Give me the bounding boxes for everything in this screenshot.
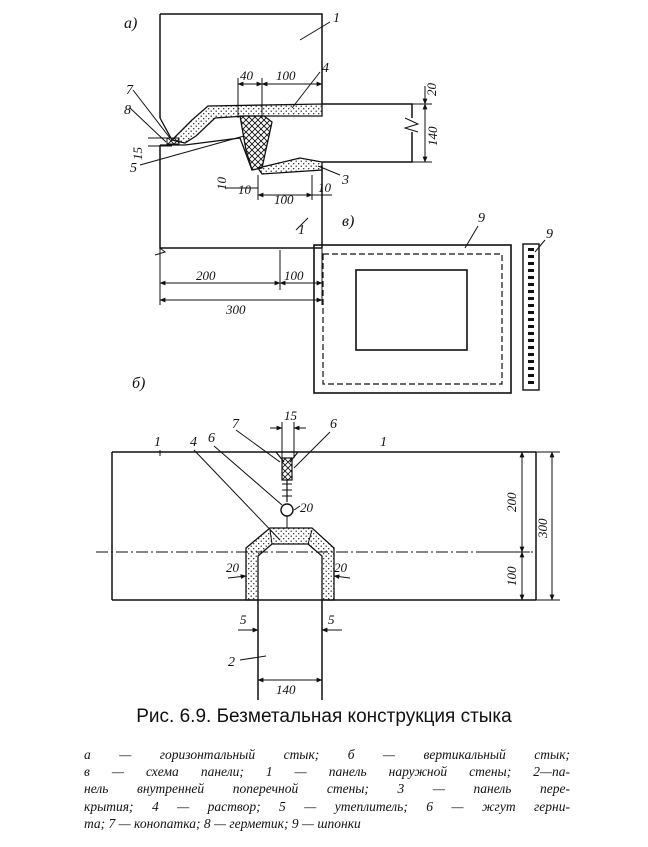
callout: 3 xyxy=(341,173,349,188)
part-v-callouts: 9 9 xyxy=(478,211,553,242)
dimension-label: 300 xyxy=(535,518,550,539)
dimension-label: 15 xyxy=(130,147,145,161)
legend-line: в — схема панели; 1 — панель наружной ст… xyxy=(84,764,570,780)
dimension-label: 200 xyxy=(504,492,519,512)
dimension-label: 10 xyxy=(238,182,252,197)
callout: 6 xyxy=(330,417,337,432)
dimension-label: 40 xyxy=(240,68,254,83)
dimension-label: 15 xyxy=(284,408,298,423)
dimension-label: 5 xyxy=(328,612,335,627)
callout: 1 xyxy=(298,223,305,238)
callout: 1 xyxy=(380,435,387,450)
section-labels: а) в) б) xyxy=(124,15,354,392)
dimension-label: 300 xyxy=(225,302,246,317)
part-b-vertical-joint xyxy=(96,451,537,700)
dimension-label: 100 xyxy=(274,192,294,207)
dimension-label: 5 xyxy=(240,612,247,627)
section-label-v: в) xyxy=(342,213,354,230)
callout: 6 xyxy=(208,431,215,446)
dimension-label: 100 xyxy=(504,566,519,586)
dimension-label: 10 xyxy=(214,177,229,191)
callout: 4 xyxy=(322,61,329,76)
dimension-label: 200 xyxy=(196,268,216,283)
part-a-dimensions: 40 100 20 140 15 10 10 100 10 200 100 30… xyxy=(130,68,440,317)
dimension-label: 20 xyxy=(226,560,240,575)
joint-diagram: а) в) б) 1 7 8 4 5 3 1 40 100 20 140 15 … xyxy=(96,11,560,700)
part-b-dimensions: 15 20 200 300 100 20 20 5 5 140 xyxy=(226,408,550,697)
callout: 2 xyxy=(228,655,235,670)
legend-line: та; 7 — конопатка; 8 — герметик; 9 — шпо… xyxy=(84,815,361,831)
figure-legend: а — горизонтальный стык; б — вертикальны… xyxy=(84,746,570,832)
dimension-label: 140 xyxy=(276,682,296,697)
dimension-label: 20 xyxy=(334,560,348,575)
figure-caption-title: Рис. 6.9. Безметальная конструкция стыка xyxy=(136,706,512,727)
legend-line: нель внутренней поперечной стены; 3 — па… xyxy=(84,781,570,797)
legend-line: крытия; 4 — раствор; 5 — утеплитель; 6 —… xyxy=(84,798,570,814)
callout: 1 xyxy=(154,435,161,450)
callout: 1 xyxy=(333,11,340,26)
part-a-dimension-lines xyxy=(129,21,432,305)
dimension-label: 20 xyxy=(300,500,314,515)
callout: 4 xyxy=(190,435,197,450)
part-v-panel-scheme xyxy=(313,225,546,394)
section-label-a: а) xyxy=(124,15,137,32)
dimension-label: 140 xyxy=(425,126,440,146)
part-b-dimension-lines xyxy=(159,422,560,700)
legend-line: а — горизонтальный стык; б — вертикальны… xyxy=(84,747,570,762)
dimension-label: 100 xyxy=(276,68,296,83)
part-a-callouts: 1 7 8 4 5 3 1 xyxy=(124,11,349,238)
dimension-label: 20 xyxy=(424,83,439,97)
callout: 7 xyxy=(126,83,134,98)
dimension-label: 10 xyxy=(318,180,332,195)
part-b-callouts: 1 4 6 7 6 1 2 xyxy=(154,417,387,670)
dimension-label: 100 xyxy=(284,268,304,283)
callout: 7 xyxy=(232,417,240,432)
callout: 9 xyxy=(478,211,485,226)
section-label-b: б) xyxy=(132,375,145,392)
callout: 8 xyxy=(124,103,131,118)
callout: 5 xyxy=(130,161,137,176)
callout: 9 xyxy=(546,227,553,242)
part-a-horizontal-joint xyxy=(154,13,420,256)
